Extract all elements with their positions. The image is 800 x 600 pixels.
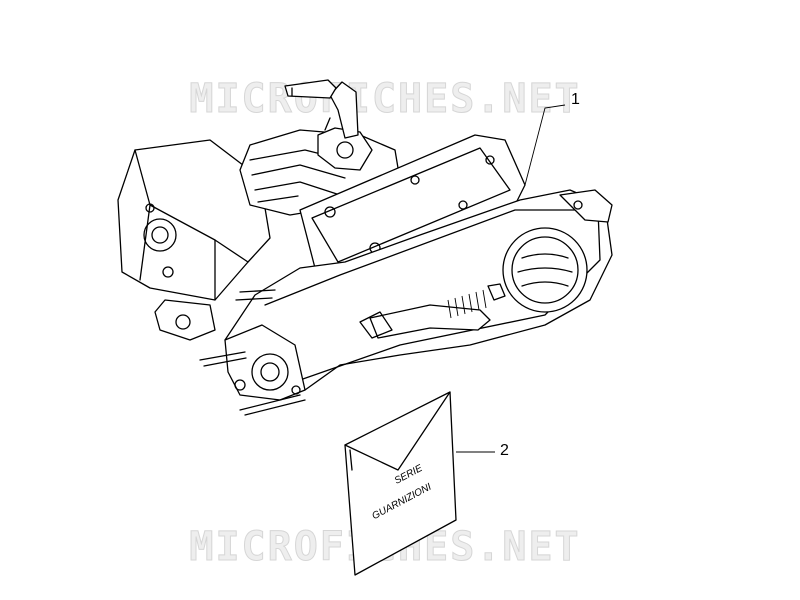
leader-line-1 bbox=[524, 104, 566, 186]
gasket-set-envelope[interactable] bbox=[344, 391, 457, 576]
callout-1[interactable]: 1 bbox=[571, 91, 580, 108]
watermark-top: MICROFICHES.NET bbox=[189, 76, 581, 123]
callout-2[interactable]: 2 bbox=[500, 442, 509, 459]
engine-assembly[interactable] bbox=[117, 79, 613, 416]
